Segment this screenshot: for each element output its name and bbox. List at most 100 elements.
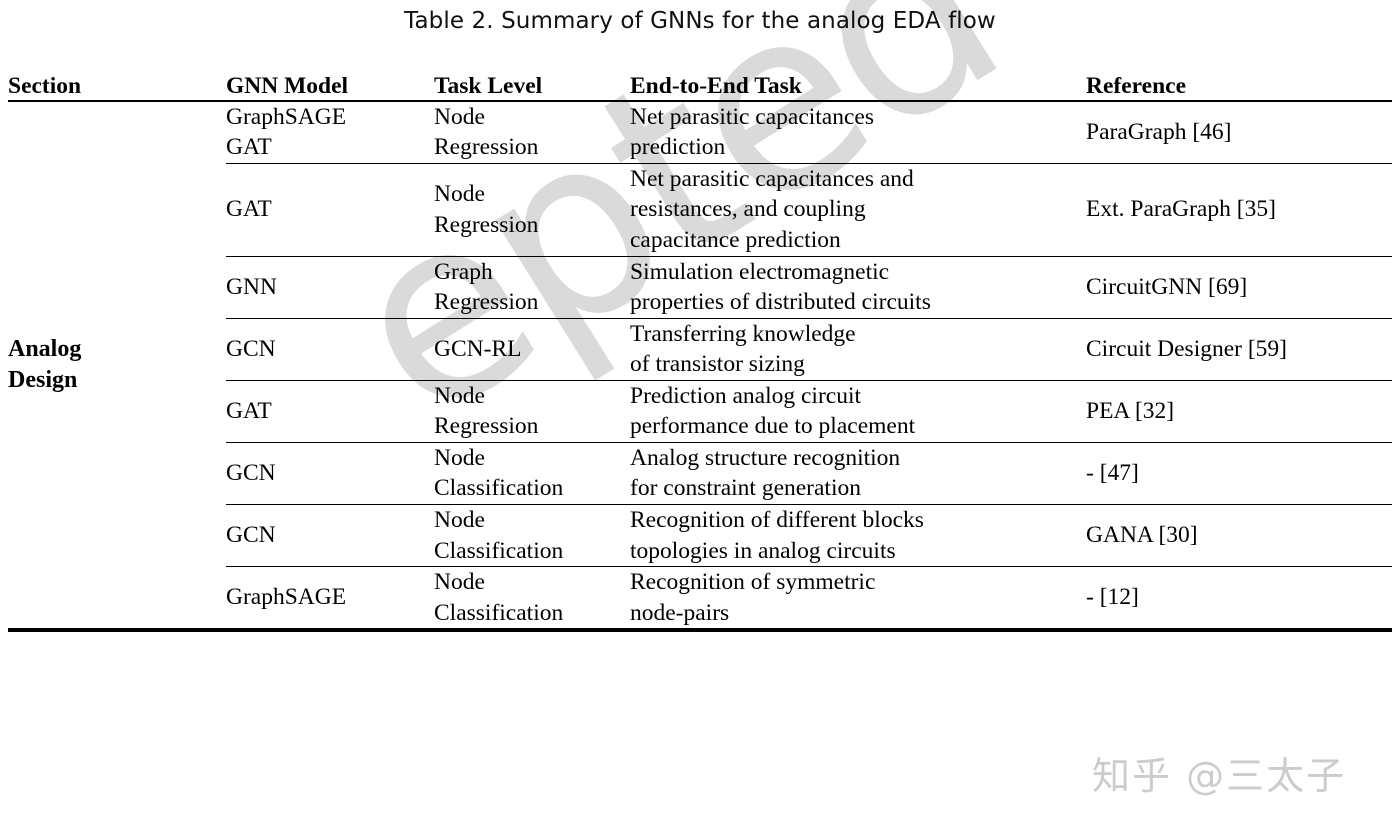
end-task-line: Net parasitic capacitances and [630,165,914,192]
table-row: GCN Node Classification Recognition of d… [8,503,1392,567]
table-header: Section GNN Model Task Level End-to-End … [8,73,1392,101]
task-level-cell: GCN-RL [434,317,630,381]
model-cell: GCN [226,317,434,381]
task-line: Classification [434,475,564,502]
reference-cell: Circuit Designer [59] [1086,317,1392,381]
model-cell: GAT [226,162,434,257]
gnn-summary-table: Section GNN Model Task Level End-to-End … [8,73,1392,635]
task-line: Classification [434,537,564,564]
model-line: GAT [226,196,272,223]
table-row: GCN GCN-RL Transferring knowledge of tra… [8,317,1392,381]
task-line: Regression [434,211,539,238]
reference-cell: CircuitGNN [69] [1086,255,1392,319]
header-cell-section: Section [8,73,82,99]
end-task-line: properties of distributed circuits [630,289,931,316]
task-level-cell: Graph Regression [434,255,630,319]
table-row: GAT Node Regression Prediction analog ci… [8,379,1392,443]
end-task-line: topologies in analog circuits [630,537,896,564]
section-label-line2: Design [8,366,78,393]
model-line: GraphSAGE [226,584,347,611]
task-line: Node [434,181,485,208]
model-line: GAT [226,398,272,425]
task-level-cell: Node Regression [434,99,630,164]
bottom-rule-cell [1086,628,1392,635]
end-task-line: for constraint generation [630,475,861,502]
end-task-line: Transferring knowledge [630,320,856,347]
header-cell-task-level: Task Level [434,73,543,99]
task-level-cell: Node Regression [434,162,630,257]
table-row: Analog Design GraphSAGE GAT Node Regress… [8,99,1392,631]
task-level-cell: Node Classification [434,503,630,567]
end-task-line: Net parasitic capacitances [630,103,874,130]
reference-cell: GANA [30] [1086,503,1392,567]
task-line: Node [434,382,485,409]
end-task-cell: Recognition of symmetric node-pairs [630,566,1086,631]
header-cell-model: GNN Model [226,73,349,99]
model-cell: GraphSAGE GAT [226,99,434,164]
reference-cell: - [47] [1086,441,1392,505]
model-line: GCN [226,335,276,362]
task-line: Regression [434,413,539,440]
end-task-cell: Net parasitic capacitances prediction [630,99,1086,164]
end-task-line: node-pairs [630,599,730,626]
watermark-zhihu-text: 知乎 @三太子 [1092,754,1347,798]
model-line: GraphSAGE [226,103,347,130]
model-cell: GCN [226,441,434,505]
table-container: Section GNN Model Task Level End-to-End … [8,73,1392,635]
end-task-line: Analog structure recognition [630,444,901,471]
end-task-line: performance due to placement [630,413,916,440]
task-line: Node [434,506,485,533]
table-row: GNN Graph Regression Simulation electrom… [8,255,1392,319]
table-caption: Table 2. Summary of GNNs for the analog … [404,8,996,34]
bottom-rule-cell [630,628,1086,635]
section-label-line1: Analog [8,336,82,363]
model-line: GAT [226,134,272,161]
model-cell: GraphSAGE [226,566,434,631]
end-task-line: Recognition of different blocks [630,506,924,533]
task-line: Graph [434,258,493,285]
model-line: GNN [226,273,277,300]
header-cell-reference: Reference [1086,73,1187,99]
task-line: GCN-RL [434,335,522,362]
bottom-rule-cell [226,628,434,635]
table-bottom-rule [8,628,1392,635]
task-line: Node [434,444,485,471]
end-task-cell: Transferring knowledge of transistor siz… [630,317,1086,381]
end-task-cell: Simulation electromagnetic properties of… [630,255,1086,319]
task-line: Node [434,569,485,596]
task-line: Regression [434,289,539,316]
end-task-line: of transistor sizing [630,351,805,378]
table-top-rule: Section GNN Model Task Level End-to-End … [8,73,1392,101]
table-row: GAT Node Regression Net parasitic capaci… [8,162,1392,257]
task-line: Node [434,103,485,130]
end-task-line: Recognition of symmetric [630,569,876,596]
table-body: Analog Design GraphSAGE GAT Node Regress… [8,99,1392,635]
header-cell-end-to-end-task: End-to-End Task [630,73,802,99]
model-cell: GNN [226,255,434,319]
end-task-cell: Recognition of different blocks topologi… [630,503,1086,567]
task-level-cell: Node Regression [434,379,630,443]
section-cell-analog-design: Analog Design [8,99,226,631]
bottom-rule-cell [8,628,226,635]
task-line: Regression [434,134,539,161]
end-task-line: Prediction analog circuit [630,382,862,409]
reference-cell: ParaGraph [46] [1086,99,1392,164]
end-task-cell: Analog structure recognition for constra… [630,441,1086,505]
end-task-cell: Prediction analog circuit performance du… [630,379,1086,443]
table-row: GCN Node Classification Analog structure… [8,441,1392,505]
model-cell: GAT [226,379,434,443]
end-task-cell: Net parasitic capacitances and resistanc… [630,162,1086,257]
end-task-line: resistances, and coupling [630,196,866,223]
model-line: GCN [226,460,276,487]
table-row: GraphSAGE Node Classification Recognitio… [8,566,1392,631]
model-line: GCN [226,522,276,549]
reference-cell: Ext. ParaGraph [35] [1086,162,1392,257]
end-task-line: capacitance prediction [630,227,841,254]
task-line: Classification [434,599,564,626]
reference-cell: PEA [32] [1086,379,1392,443]
model-cell: GCN [226,503,434,567]
bottom-rule-cell [434,628,630,635]
end-task-line: Simulation electromagnetic [630,258,890,285]
task-level-cell: Node Classification [434,566,630,631]
end-task-line: prediction [630,134,726,161]
